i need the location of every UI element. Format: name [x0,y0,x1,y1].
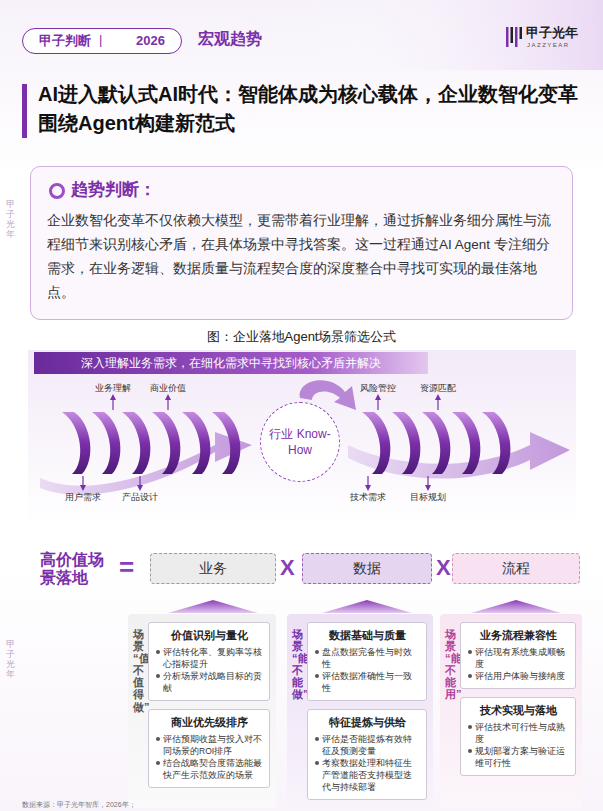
node-heading: 场景“能不能做” [292,628,303,701]
formula-operator: X [436,555,451,581]
criteria-box: 技术实现与落地评估技术可行性与成熟度规划部署方案与验证运维可行性 [460,697,576,776]
factor-label: 商业价值 [150,382,186,394]
source-note: 数据来源：甲子光年智库，2026年； [22,800,136,809]
blade [152,412,180,474]
node-text: 评估数据准确性与一致性 [314,670,420,694]
logo-mark [506,27,522,47]
title-bar [22,84,27,138]
node-heading: 技术实现与落地 [467,703,569,718]
node-heading: 场景“能不能用” [445,628,456,701]
logo-text: JAZZYEAR [527,42,570,49]
node-heading: 深入理解业务需求，在细化需求中寻找到核心矛盾并解决 [81,356,381,370]
node-text: 考察数据处理和特征生产管道能否支持模型迭代与持续部署 [314,757,420,793]
blade [362,412,390,474]
criteria-box: 价值识别与量化评估转化率、复购率等核心指标提升分析场景对战略目标的贡献 [148,622,270,701]
leader-arrows [83,397,438,488]
node-heading: 趋势判断： [47,177,556,203]
node-text: 2026 [136,33,165,49]
blade [452,412,480,474]
criteria-box: 商业优先级排序评估预期收益与投入对不同场景的ROI排序结合战略契合度筛选能最快产… [148,709,270,788]
node-heading: 业务流程兼容性 [467,628,569,643]
criteria-panel: 场景“值不值得做” 价值识别与量化评估转化率、复购率等核心指标提升分析场景对战略目… [128,614,276,808]
watermark: 甲子光年 [6,200,15,240]
node-heading: 甲子判断 [39,33,91,49]
watermark: 甲子光年 [6,640,15,680]
node-heading: 商业优先级排序 [155,715,263,730]
factor-box: 流程 [452,553,580,584]
node-text: 盘点数据完备性与时效性 [314,646,420,670]
factor-label: 资源匹配 [420,382,456,394]
node-text: 评估现有系统集成顺畅度 [467,646,569,670]
node-text: 规划部署方案与验证运维可行性 [467,745,569,769]
factor-label: 风险管控 [360,382,396,394]
node-text: 分析场景对战略目标的贡献 [155,670,263,694]
criteria-panel: 场景“能不能用”业务流程兼容性评估现有系统集成顺畅度评估用户体验与接纳度技术实现… [440,614,582,808]
criteria-box: 业务流程兼容性评估现有系统集成顺畅度评估用户体验与接纳度 [460,622,576,689]
criteria-box: 数据基础与质量盘点数据完备性与时效性评估数据准确性与一致性 [307,622,427,701]
formula-result: 高价值场景落地 [40,551,108,587]
node-heading: 业务 [199,560,227,578]
factor-label: 技术需求 [350,491,386,503]
formula-operator: X [280,555,295,581]
page-title: AI进入默认式AI时代：智能体成为核心载体，企业数智化变革围绕Agent构建新范… [38,80,586,138]
blade [182,412,210,474]
illustration-ground [28,350,576,528]
blade [122,412,150,474]
factor-label: 业务理解 [95,382,131,394]
logo-text: 甲子光年 [526,25,578,40]
node-heading: 价值识别与量化 [155,628,263,643]
node-text: 结合战略契合度筛选能最快产生示范效应的场景 [155,757,263,781]
factor-label: 产品设计 [122,491,158,503]
blade [62,412,90,474]
node-heading: 场景“值不值得做” [133,628,144,713]
section-name: 宏观趋势 [198,31,262,47]
node-text: 评估是否能提炼有效特征及预测变量 [314,733,420,757]
formula-operator: = [119,553,134,581]
banner-band: 深入理解业务需求，在细化需求中寻找到核心矛盾并解决 [34,352,428,374]
criteria-box: 特征提炼与供给评估是否能提炼有效特征及预测变量考察数据处理和特征生产管道能否支持… [307,709,427,800]
blade [92,412,120,474]
node-text: 评估用户体验与接纳度 [467,670,569,682]
separator: | [99,32,102,48]
factor-label: 用户需求 [65,491,101,503]
node-heading: 流程 [502,560,530,578]
factor-box: 数据 [302,553,432,584]
blade [422,412,450,474]
node-text: 评估技术可行性与成熟度 [467,721,569,745]
header-glow [300,0,603,70]
blade [212,412,240,474]
node-text: 企业数智化变革不仅依赖大模型，更需带着行业理解，通过拆解业务细分属性与流程细节来… [47,209,556,305]
node-heading: 特征提炼与供给 [314,715,420,730]
factor-label: 目标规划 [410,491,446,503]
node-heading: 行业 Know-How [267,426,333,458]
node-text: 评估转化率、复购率等核心指标提升 [155,646,263,670]
pointer-triangles [168,600,561,613]
node-heading: 数据 [353,560,381,578]
blade [392,412,420,474]
knowhow-circle: 行业 Know-How [260,402,340,482]
criteria-panel: 场景“能不能做” 数据基础与质量盘点数据完备性与时效性评估数据准确性与一致性特征提… [287,614,433,808]
trend-box: 趋势判断： 企业数智化变革不仅依赖大模型，更需带着行业理解，通过拆解业务细分属性与… [30,166,573,320]
blade [482,412,510,474]
factor-box: 业务 [150,553,276,584]
node-heading: 数据基础与质量 [314,628,420,643]
figure-caption: 图：企业落地Agent场景筛选公式 [0,328,603,346]
node-text: 评估预期收益与投入对不同场景的ROI排序 [155,733,263,757]
